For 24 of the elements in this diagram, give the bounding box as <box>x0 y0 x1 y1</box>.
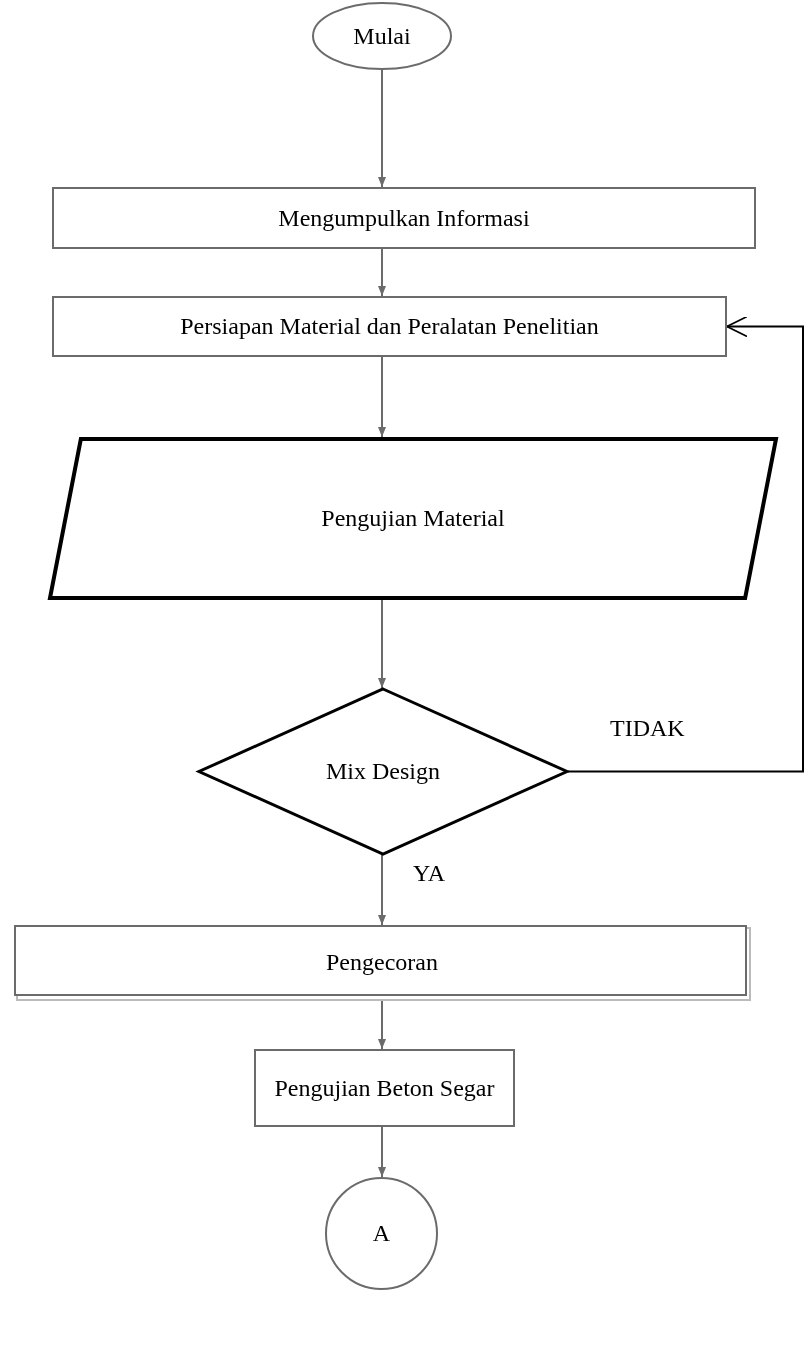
node-label: Persiapan Material dan Peralatan Penelitian <box>180 313 599 340</box>
process-box <box>52 296 727 357</box>
node-label: Mix Design <box>326 758 440 785</box>
decision-diamond <box>198 688 568 855</box>
process-box <box>52 187 756 249</box>
arrow <box>378 854 386 926</box>
terminal-ellipse <box>325 1177 438 1290</box>
data-parallelogram <box>48 437 778 600</box>
node-label: Mulai <box>353 22 411 50</box>
arrow <box>378 599 386 689</box>
node-label: Pengecoran <box>326 949 438 976</box>
arrow <box>378 1126 386 1178</box>
arrow <box>378 248 386 297</box>
node-label: A <box>372 1220 391 1247</box>
arrow <box>567 315 804 773</box>
arrow <box>378 999 386 1050</box>
arrow <box>378 356 386 438</box>
process-box <box>254 1049 515 1127</box>
node-label: Pengujian Beton Segar <box>274 1074 495 1102</box>
terminal-ellipse <box>312 2 452 70</box>
node-label: Mengumpulkan Informasi <box>278 204 530 232</box>
arrow <box>378 69 386 188</box>
process-box <box>14 925 750 1000</box>
node-label: Pengujian Material <box>321 505 505 532</box>
